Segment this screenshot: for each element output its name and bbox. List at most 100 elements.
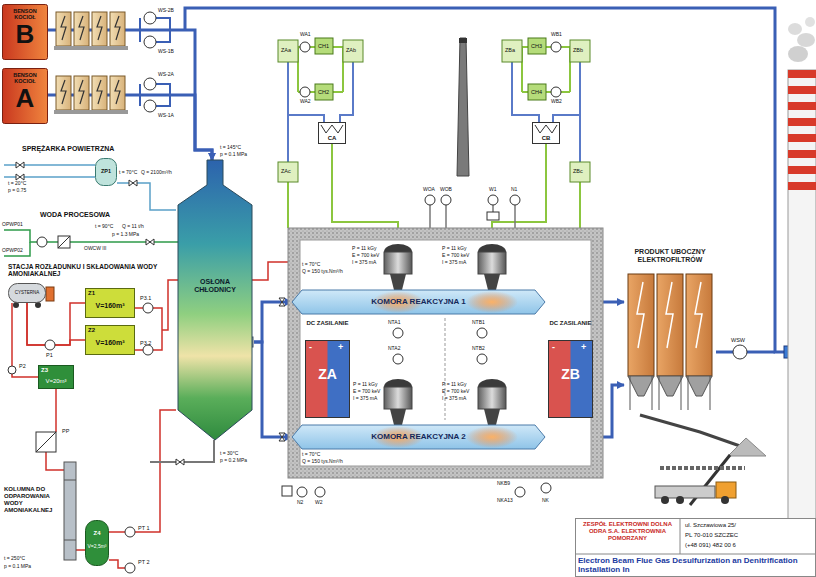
- boiler-electrofilter: [92, 12, 107, 46]
- boiler-box: BENSON KOCIOŁB: [2, 4, 48, 60]
- vessel-shape: [96, 159, 117, 186]
- supply-outline: [549, 341, 593, 418]
- node-text: CA: [318, 135, 346, 142]
- node-text: DC ZASILANIE: [305, 320, 350, 327]
- flue-gas-duct: [156, 84, 170, 106]
- chimney: [457, 38, 469, 176]
- plant-label: WS-1A: [158, 113, 174, 119]
- accelerator: [390, 409, 406, 425]
- plant-label: NKB9: [497, 481, 510, 487]
- plant-label: P = 11 kGy: [442, 246, 466, 252]
- title-rule: [680, 518, 681, 554]
- node-outline: [176, 160, 254, 442]
- precipitator-leg: [688, 376, 689, 410]
- ammonia-line: [135, 307, 143, 309]
- ammonia-line: [135, 349, 143, 351]
- byproduct-handling: [640, 415, 766, 505]
- precipitator-hopper: [628, 376, 654, 396]
- ammonia-line: [109, 531, 125, 533]
- plant-label: PT 2: [138, 559, 150, 565]
- pump-symbol: [143, 345, 153, 355]
- storage-tank: Z3V=20m³: [38, 365, 74, 389]
- plant-label: CH2: [318, 89, 329, 95]
- process-water-line: [37, 237, 47, 247]
- reaction-chamber: KOMORA REAKCYJNA 1: [292, 290, 545, 314]
- node-text: Z2: [88, 327, 95, 334]
- boiler-shape: [3, 69, 48, 124]
- plant-label: P1: [46, 352, 53, 358]
- accelerator: [384, 387, 412, 409]
- node-text: ZA: [305, 366, 350, 382]
- electrostatic-precipitator: PRODUKT UBOCZNY ELEKTROFILTRÓW: [624, 248, 716, 413]
- precipitator-bolt: [695, 282, 702, 348]
- storage-vessel: Z4V=2,5m³: [85, 520, 109, 566]
- plant-label: t = 250°C: [4, 556, 25, 562]
- plant-label: p = 0.1 MPa: [4, 564, 31, 570]
- node-text: V=2,5m³: [85, 544, 109, 550]
- node-text: BENSON KOCIOŁ: [2, 72, 48, 85]
- plant-label: WOA: [423, 187, 435, 193]
- ammonia-line: [135, 410, 176, 532]
- power-plant-stack: [788, 134, 816, 142]
- plant-label: t = 70°C: [302, 262, 320, 268]
- plant-label: KOLUMNA DO ODPAROWANIA WODY AMONIAKALNEJ: [4, 486, 60, 514]
- plant-label: ZAc: [281, 168, 291, 174]
- chimney: [457, 38, 469, 176]
- plant-label: t = 70°C: [119, 170, 137, 176]
- plant-label: t = 70°C: [302, 452, 320, 458]
- node-text: A: [2, 84, 48, 114]
- tank-shape: [9, 284, 46, 303]
- boiler-electrofilter: [79, 16, 84, 40]
- fan-symbol: [144, 78, 156, 90]
- air-line: [4, 162, 137, 186]
- plant-label: WSW: [731, 337, 745, 343]
- fan-symbol: [144, 36, 156, 48]
- ventilation-piping: [287, 62, 289, 162]
- air-receiver: ZP1: [95, 158, 117, 186]
- pump-symbol: [8, 366, 16, 374]
- ventilation-piping: [579, 182, 581, 228]
- evaporation-column: [36, 432, 56, 452]
- process-water-line: [4, 230, 178, 256]
- precipitator-bolt: [637, 282, 644, 348]
- plant-label: t = 20°C: [8, 181, 26, 187]
- flow-pipe: [48, 30, 212, 160]
- plant-label: W2: [315, 500, 323, 506]
- tank-shape: [39, 366, 74, 389]
- boiler-electrofilter: [61, 16, 66, 40]
- accelerator: [384, 379, 412, 425]
- ventilation-unit: [510, 195, 520, 205]
- air-line: [16, 174, 24, 180]
- accelerator: [384, 244, 412, 290]
- plant-label: SPRĘŻARKA POWIETRZNA: [22, 145, 114, 153]
- boiler-electrofilter: [74, 76, 89, 110]
- node-text: CYSTERNA: [8, 290, 46, 295]
- plant-label: WA1: [300, 32, 311, 38]
- ammonia-line: [11, 303, 13, 366]
- byproduct-handling: [640, 415, 740, 446]
- boiler-electrofilter: [54, 46, 128, 50]
- node-text: V=160m³: [85, 302, 135, 310]
- plant-label: Q = 11 t/h: [122, 224, 144, 230]
- plant-label: P3.2: [140, 340, 151, 346]
- fan-symbol: [282, 486, 292, 496]
- ventilation-unit: [315, 38, 333, 54]
- precipitator-bolt: [666, 282, 673, 348]
- node-text: BENSON KOCIOŁ: [2, 8, 48, 21]
- byproduct-handling: [660, 466, 745, 470]
- evaporation-column: [64, 480, 76, 481]
- node-text: Electron Beam Flue Gas Desulfurization a…: [578, 556, 813, 574]
- heat-exchanger: CA: [318, 122, 346, 144]
- plant-label: E = 700 keV: [353, 389, 380, 395]
- precipitator-unit: [657, 274, 683, 376]
- node-text: +: [338, 342, 343, 352]
- power-plant-stack: [788, 17, 816, 577]
- node-text: ZESPÓŁ ELEKTROWNI DOLNA ODRA S.A. ELEKTR…: [578, 521, 677, 542]
- title-rule: [575, 554, 816, 555]
- accelerator: [390, 274, 406, 290]
- flue-gas-duct: [185, 8, 788, 352]
- fan-symbol: [541, 483, 551, 493]
- fan-symbol: [282, 328, 551, 497]
- process-water-line: [58, 236, 70, 248]
- plant-label: p = 1.3 MPa: [112, 232, 139, 238]
